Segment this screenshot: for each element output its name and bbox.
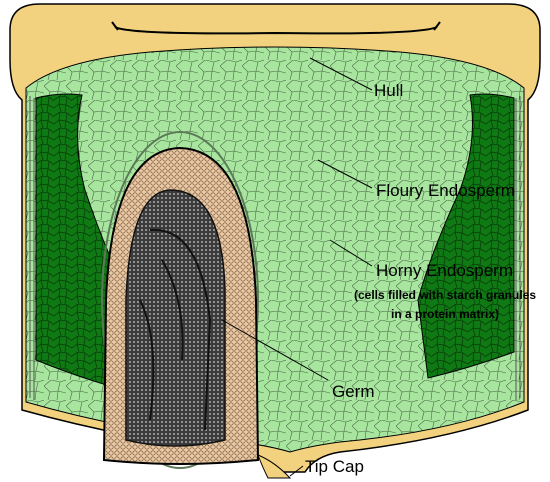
horny-endosperm-note-line2: in a protein matrix) [350, 305, 540, 324]
floury-endosperm-label: Floury Endosperm [376, 181, 515, 201]
horny-endosperm-note: (cells filled with starch granules in a … [350, 286, 540, 324]
hull-label: Hull [374, 81, 403, 101]
horny-endosperm-label: Horny Endosperm [376, 261, 513, 281]
germ-label: Germ [332, 382, 375, 402]
tip-cap-label: Tip Cap [305, 457, 364, 477]
horny-endosperm-note-line1: (cells filled with starch granules [350, 286, 540, 305]
